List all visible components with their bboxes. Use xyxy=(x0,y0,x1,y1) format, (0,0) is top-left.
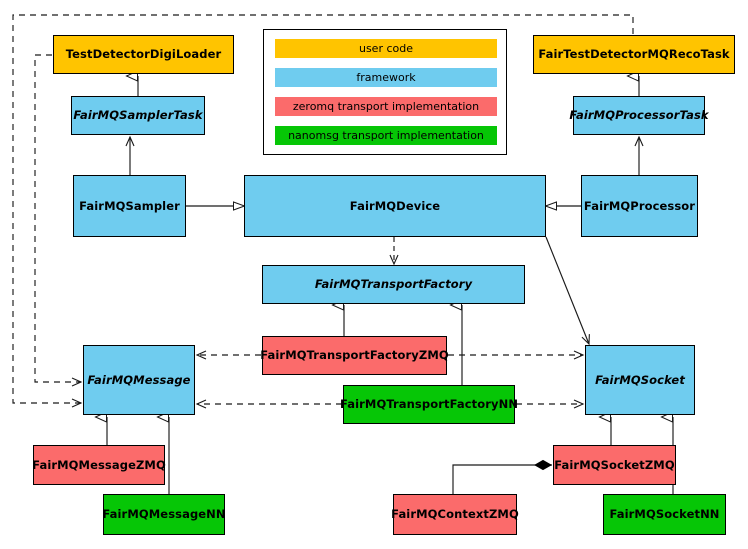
class-label: FairMQSampler xyxy=(79,198,180,213)
class-label: FairMQProcessor xyxy=(583,198,696,213)
class-label: FairMQMessage xyxy=(87,372,191,387)
legend-label: framework xyxy=(356,71,416,84)
class-label: FairMQSocketNN xyxy=(609,507,720,522)
class-label: FairMQSamplerTask xyxy=(73,108,203,123)
class-label: FairTestDetectorMQRecoTask xyxy=(538,47,730,62)
class-label: FairMQMessageNN xyxy=(102,507,226,522)
class-box-fair-mq-socket[interactable]: FairMQSocket xyxy=(585,345,695,415)
class-label: FairMQProcessorTask xyxy=(569,108,709,123)
class-label: FairMQDevice xyxy=(349,198,441,213)
class-box-fair-mq-device[interactable]: FairMQDevice xyxy=(244,175,546,237)
class-label: FairMQTransportFactory xyxy=(314,277,473,292)
class-box-fair-mq-socket-nn[interactable]: FairMQSocketNN xyxy=(603,494,726,535)
edge-device-to-socket xyxy=(545,236,590,346)
legend-label: zeromq transport implementation xyxy=(292,100,480,113)
legend-item-zeromq: zeromq transport implementation xyxy=(275,97,497,116)
class-label: FairMQSocket xyxy=(595,372,685,387)
class-box-fair-test-detector-mq-reco-task[interactable]: FairTestDetectorMQRecoTask xyxy=(533,35,735,74)
edge-contextzmq-to-socketzmq xyxy=(452,459,553,494)
legend-label: nanomsg transport implementation xyxy=(288,129,484,142)
legend-panel: user code framework zeromq transport imp… xyxy=(263,29,507,155)
legend-item-framework: framework xyxy=(275,68,497,87)
class-box-fair-mq-transport-factory-nn[interactable]: FairMQTransportFactoryNN xyxy=(339,385,519,424)
class-label: FairMQSocketZMQ xyxy=(554,457,675,472)
class-label: FairMQTransportFactoryNN xyxy=(339,397,519,412)
class-label: FairMQContextZMQ xyxy=(391,507,519,522)
class-box-fair-mq-transport-factory[interactable]: FairMQTransportFactory xyxy=(262,265,525,304)
class-label: FairMQTransportFactoryZMQ xyxy=(260,348,449,363)
class-box-fair-mq-processor-task[interactable]: FairMQProcessorTask xyxy=(569,96,709,135)
legend-item-user-code: user code xyxy=(275,39,497,58)
class-box-fair-mq-sampler[interactable]: FairMQSampler xyxy=(73,175,186,237)
class-box-test-detector-digi-loader[interactable]: TestDetectorDigiLoader xyxy=(53,35,234,74)
class-box-fair-mq-message-zmq[interactable]: FairMQMessageZMQ xyxy=(32,445,166,485)
class-label: FairMQMessageZMQ xyxy=(32,457,166,472)
class-label: TestDetectorDigiLoader xyxy=(65,47,222,62)
legend-label: user code xyxy=(358,42,414,55)
class-box-fair-mq-sampler-task[interactable]: FairMQSamplerTask xyxy=(71,96,205,135)
class-box-fair-mq-context-zmq[interactable]: FairMQContextZMQ xyxy=(391,494,519,535)
class-box-fair-mq-message[interactable]: FairMQMessage xyxy=(83,345,195,415)
class-box-fair-mq-socket-zmq[interactable]: FairMQSocketZMQ xyxy=(553,445,676,485)
class-box-fair-mq-message-nn[interactable]: FairMQMessageNN xyxy=(102,494,226,535)
legend-item-nanomsg: nanomsg transport implementation xyxy=(275,126,497,145)
class-box-fair-mq-transport-factory-zmq[interactable]: FairMQTransportFactoryZMQ xyxy=(260,336,449,375)
class-box-fair-mq-processor[interactable]: FairMQProcessor xyxy=(581,175,698,237)
